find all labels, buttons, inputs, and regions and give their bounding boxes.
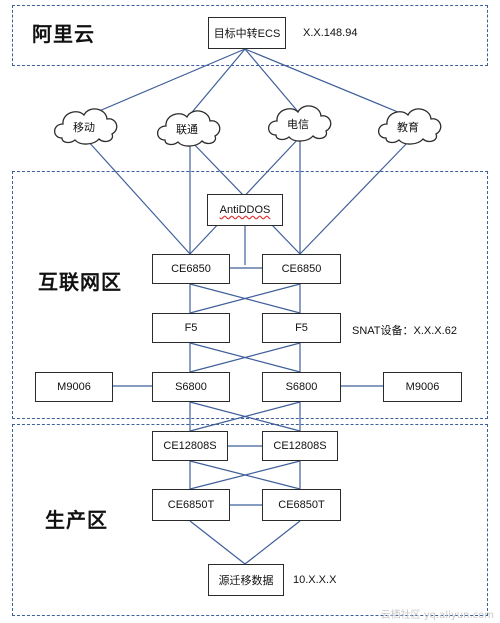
annotation-source-ip: 10.X.X.X [293,574,337,586]
node-m9006-left: M9006 [35,372,113,402]
zone-internet [12,171,488,419]
node-antiddos-label: AntiDDOS [219,204,271,216]
node-s6800-right: S6800 [262,372,341,402]
cloud-label-unicom: 联通 [176,123,198,136]
node-f5-left: F5 [152,313,230,343]
node-ce12808s-right: CE12808S [262,431,338,461]
node-ce6850-left: CE6850 [152,254,230,284]
node-antiddos: AntiDDOS [207,194,283,226]
node-s6800-left: S6800 [152,372,230,402]
annotation-ecs-ip: X.X.148.94 [303,27,358,39]
node-target-ecs: 目标中转ECS [208,17,286,49]
zone-label-aliyun: 阿里云 [32,22,95,46]
zone-label-internet: 互联网区 [38,270,122,294]
zone-label-production: 生产区 [45,508,108,532]
watermark: 云栖社区 yq.aliyun.com [380,610,494,621]
zone-production [12,424,488,616]
annotation-snat: SNAT设备：X.X.X.62 [352,325,457,337]
cloud-shape-unicom [156,110,221,147]
cloud-shape-telecom [267,105,332,142]
node-f5-right: F5 [262,313,341,343]
node-ce6850-right: CE6850 [262,254,341,284]
node-source-data: 源迁移数据 [208,564,284,596]
cloud-label-education: 教育 [397,121,419,134]
cloud-label-telecom: 电信 [287,118,309,131]
cloud-shape-mobile [53,108,118,145]
node-ce6850t-left: CE6850T [152,489,230,521]
node-ce6850t-right: CE6850T [262,489,341,521]
cloud-label-mobile: 移动 [73,121,95,134]
cloud-shape-education [377,108,442,145]
zone-aliyun [12,5,488,66]
node-ce12808s-left: CE12808S [152,431,228,461]
node-m9006-right: M9006 [383,372,462,402]
